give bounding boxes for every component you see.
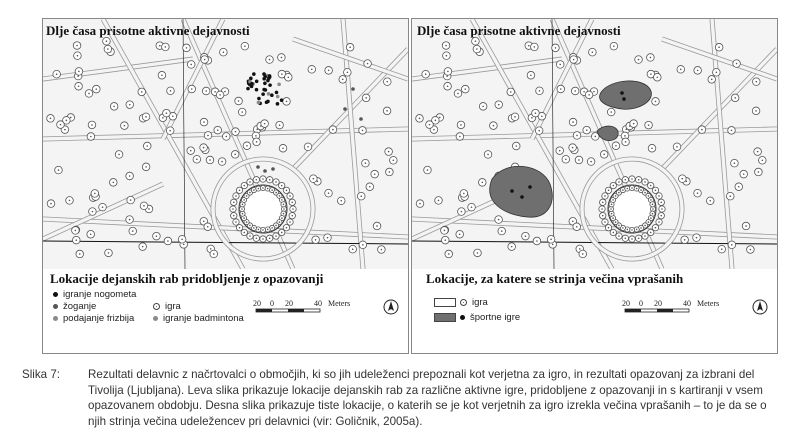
scale-tick: 20 [285,299,293,308]
black-dot-icon [53,292,58,297]
legend-left: Lokacije dejanskih rab pridobljenje z op… [43,269,408,353]
white-area-icon [434,298,456,307]
scale-unit: Meters [328,299,350,308]
north-arrow-icon [383,299,399,315]
circle-dot-icon [460,299,467,306]
legend-item-play: igra [153,301,181,312]
scale-tick: 40 [683,299,691,308]
legend-title-right: Lokacije, za katere se strinja večina vp… [426,271,684,286]
legend-right: Lokacije, za katere se strinja večina vp… [412,269,777,353]
caption-label: Slika 7: [22,368,61,381]
scale-tick: 20 [654,299,662,308]
scale-tick: 0 [270,299,274,308]
legend-item-frisbee: podajanje frizbija [53,313,134,324]
scale-unit: Meters [697,299,719,308]
scale-tick: 20 [622,299,630,308]
legend-item-badminton: igranje badmintona [153,313,244,324]
legend-item-sport-area: športne igre [434,312,520,323]
grey-dot-icon [53,316,58,321]
park-map-right [412,19,777,269]
scale-tick: 0 [639,299,643,308]
map-title-left: Dlje časa prisotne aktivne dejavnosti [46,23,250,38]
map-right: Dlje časa prisotne aktivne dejavnosti Lo… [411,18,778,354]
legend-item-ball: žoganje [53,301,96,312]
map-title-right: Dlje časa prisotne aktivne dejavnosti [417,23,621,38]
grey-area-icon [434,313,456,322]
park-map-left [43,19,408,269]
legend-item-play-area: igra [434,297,488,308]
legend-item-football: igranje nogometa [53,289,136,300]
dark-dot-icon [53,304,58,309]
scale-tick: 20 [253,299,261,308]
caption-text: Rezultati delavnic z načrtovalci o območ… [88,368,767,428]
map-left: Dlje časa prisotne aktivne dejavnosti Lo… [42,18,409,354]
circle-dot-icon [153,303,160,310]
north-arrow-icon [752,299,768,315]
scale-tick: 40 [314,299,322,308]
legend-title-left: Lokacije dejanskih rab pridobljenje z op… [50,271,324,286]
scale-bar-left: 20 0 20 40 Meters [253,299,350,313]
grey-dot-icon [153,316,158,321]
black-dot-icon [460,315,465,320]
scale-bar-right: 20 0 20 40 Meters [622,299,719,313]
